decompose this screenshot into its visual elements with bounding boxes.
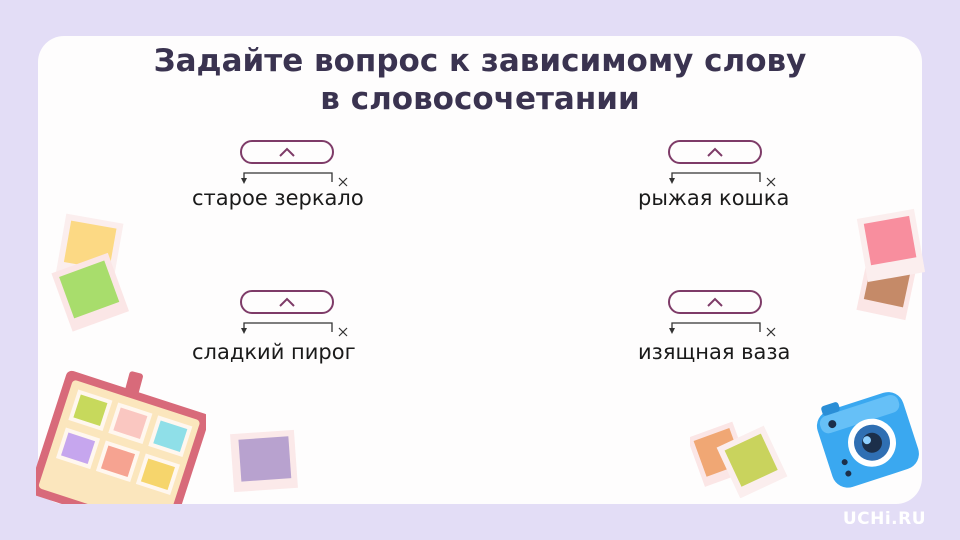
camera-icon [816, 392, 919, 488]
photo-cards-right-icon [856, 208, 926, 321]
caret-up-icon [279, 147, 295, 157]
uchi-logo: UCHi.RU [842, 509, 926, 529]
question-field-2[interactable] [668, 140, 762, 164]
arrow-down-icon [669, 322, 776, 337]
title-line-1: Задайте вопрос к зависимому слову [153, 43, 807, 79]
phrase-block-1: старое зеркало [192, 140, 432, 220]
arrow-down-icon [241, 172, 348, 187]
caret-up-icon [279, 297, 295, 307]
arrow-down-icon [241, 322, 348, 337]
phrase-block-3: сладкий пирог [192, 290, 432, 370]
phrase-text: рыжая кошка [638, 186, 790, 210]
photo-cards-bottom-right-icon [690, 421, 788, 498]
caret-up-icon [707, 297, 723, 307]
question-field-1[interactable] [240, 140, 334, 164]
photo-cards-left-icon [51, 213, 130, 332]
arrow-down-icon [669, 172, 776, 187]
phrase-text: старое зеркало [192, 186, 364, 210]
caret-up-icon [707, 147, 723, 157]
phrase-block-2: рыжая кошка [620, 140, 860, 220]
phrase-text: сладкий пирог [192, 340, 356, 364]
page-title: Задайте вопрос к зависимому слову в слов… [0, 42, 960, 118]
question-field-4[interactable] [668, 290, 762, 314]
phrase-block-4: изящная ваза [620, 290, 860, 370]
question-field-3[interactable] [240, 290, 334, 314]
phrase-text: изящная ваза [638, 340, 791, 364]
photo-album-icon [36, 370, 206, 504]
title-line-2: в словосочетании [320, 81, 640, 117]
photo-card-purple-icon [230, 429, 298, 493]
